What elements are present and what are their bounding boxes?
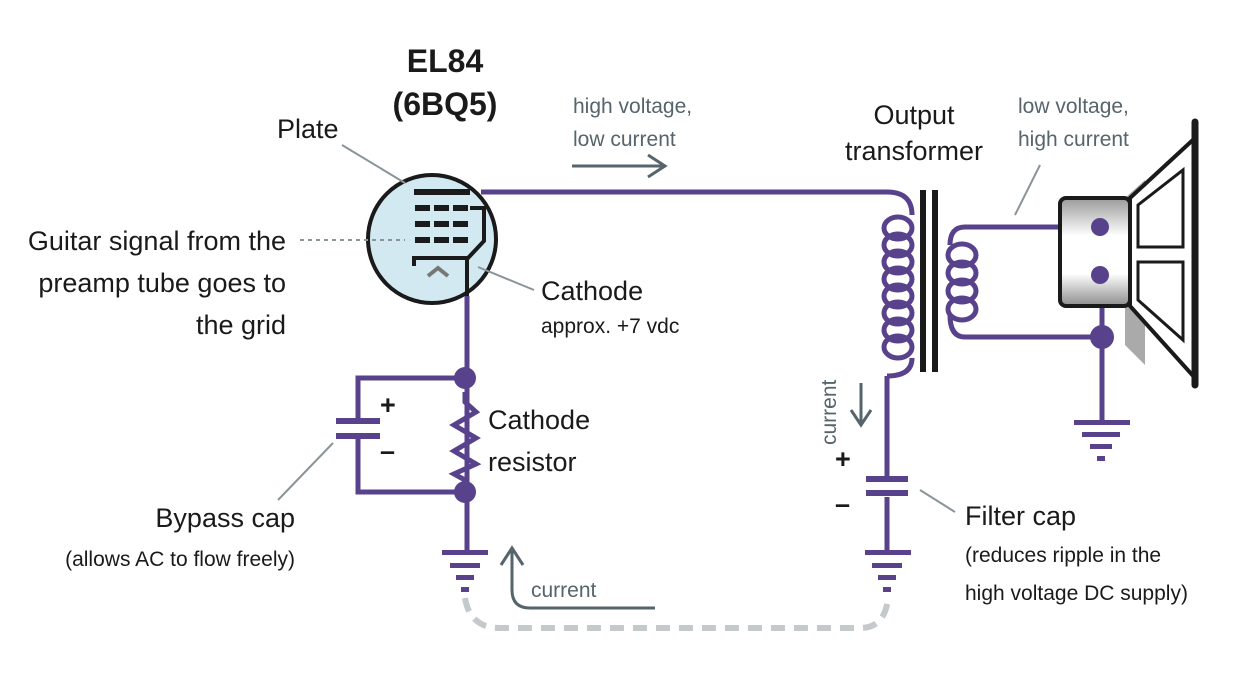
speaker-current-label-2: high current [1018, 128, 1129, 151]
filter-plus-sign: + [835, 444, 851, 474]
cathode-resistor-label-2: resistor [488, 447, 577, 477]
arrow-icon [499, 545, 655, 610]
cathode-voltage-label: approx. +7 vdc [541, 315, 679, 338]
arrow-icon [572, 153, 668, 179]
arrow-icon [849, 383, 873, 428]
return-current-label: current [531, 579, 597, 602]
cathode-label: Cathode [541, 276, 643, 306]
speaker-icon [1058, 118, 1199, 389]
filter-cap-label: Filter cap [965, 501, 1076, 531]
tube-title: EL84 [407, 43, 484, 79]
bypass-minus-sign: – [380, 436, 395, 466]
pointer-lines [277, 144, 1041, 513]
bypass-cap-note: (allows AC to flow freely) [65, 548, 295, 571]
el84-tube [366, 173, 498, 305]
tube-subtitle: (6BQ5) [393, 86, 498, 122]
junction-dots [454, 218, 1114, 503]
screen-grid [415, 205, 468, 243]
bypass-cap-symbol [336, 418, 380, 439]
output-transformer-label-1: Output [873, 100, 955, 130]
transformer-core [920, 190, 938, 372]
transformer-secondary-coil [945, 241, 979, 323]
heater-icon [426, 265, 450, 278]
cathode-resistor-symbol [448, 392, 482, 483]
ground-icon [442, 550, 488, 592]
filter-cap-note-2: high voltage DC supply) [965, 582, 1188, 605]
plate-electrode [414, 189, 470, 195]
speaker-current-label-1: low voltage, [1018, 95, 1129, 118]
bypass-plus-sign: + [380, 390, 396, 420]
bypass-cap-label: Bypass cap [155, 503, 295, 533]
cathode-resistor-label-1: Cathode [488, 405, 590, 435]
plate-label: Plate [277, 114, 339, 144]
transformer-primary-coil [881, 214, 915, 379]
filter-cap-note-1: (reduces ripple in the [965, 544, 1161, 567]
filter-minus-sign: – [835, 489, 850, 519]
filter-current-label: current [818, 379, 841, 445]
grid-signal-label-2: preamp tube goes to [38, 268, 286, 298]
plate-current-label-1: high voltage, [573, 95, 692, 118]
grid-signal-label-1: Guitar signal from the [28, 226, 286, 256]
output-transformer-label-2: transformer [845, 136, 983, 166]
plate-current-label-2: low current [573, 128, 676, 151]
filter-cap-symbol [866, 476, 908, 496]
ground-icon [1074, 420, 1130, 461]
circuit-wires [355, 189, 1105, 550]
grid-connection [412, 206, 486, 266]
ground-icon [865, 550, 911, 592]
ground-return-path [462, 597, 891, 631]
grid-signal-label-3: the grid [196, 310, 286, 340]
